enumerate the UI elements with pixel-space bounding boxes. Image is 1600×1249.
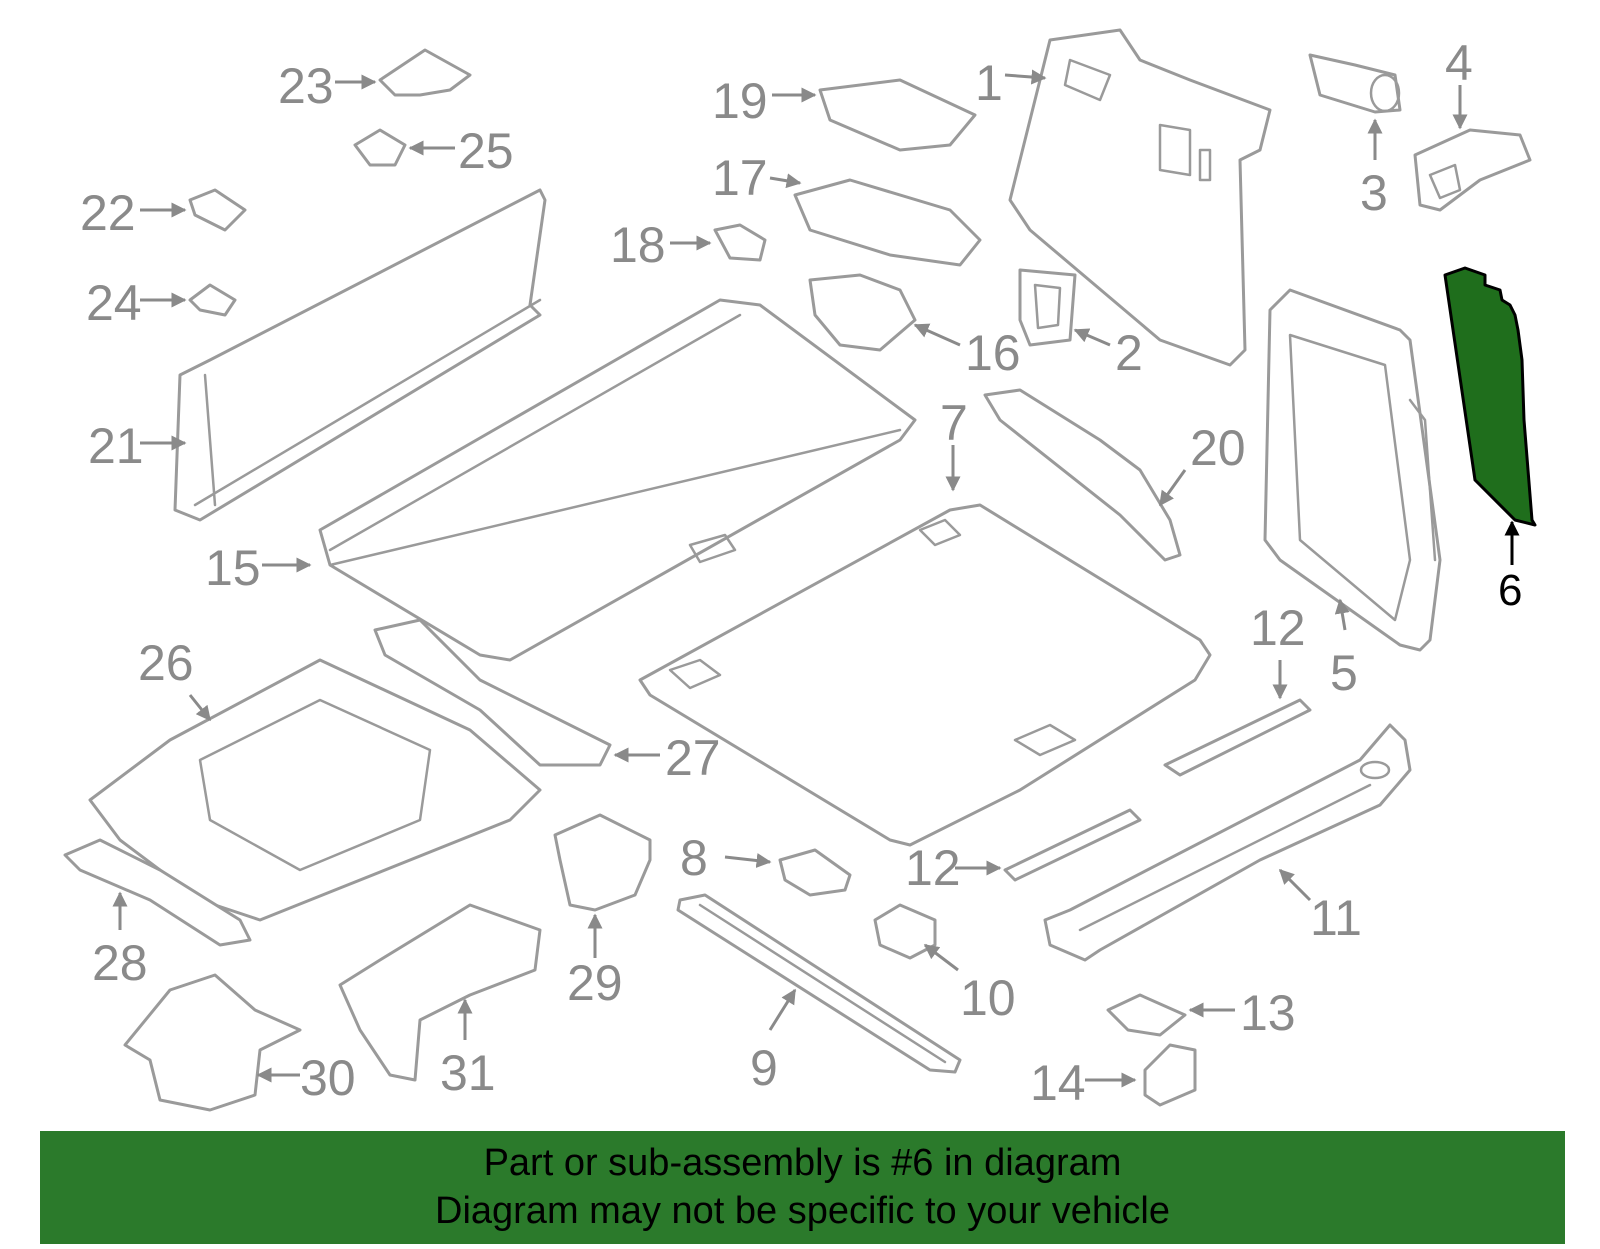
- callout-30[interactable]: 30: [300, 1050, 356, 1106]
- callout-2[interactable]: 2: [1115, 325, 1143, 381]
- callout-12-upper[interactable]: 12: [1250, 600, 1306, 656]
- part-27-rail[interactable]: [373, 618, 612, 767]
- part-31-bin[interactable]: [338, 903, 542, 1082]
- callout-27[interactable]: 27: [665, 730, 721, 786]
- callout-16[interactable]: 16: [965, 325, 1021, 381]
- callout-8[interactable]: 8: [680, 830, 708, 886]
- callout-14[interactable]: 14: [1030, 1055, 1086, 1111]
- callout-18[interactable]: 18: [610, 217, 666, 273]
- callout-19[interactable]: 19: [712, 73, 768, 129]
- callout-21[interactable]: 21: [88, 418, 144, 474]
- callout-11[interactable]: 11: [1310, 890, 1362, 946]
- callout-4[interactable]: 4: [1445, 35, 1473, 91]
- part-12-strip-lower[interactable]: [1003, 808, 1142, 882]
- callouts: 1 2 3 4 5 6 7 8 9 10 11 12 12 13 14 15 1: [80, 35, 1522, 1111]
- part-17-tray[interactable]: [793, 178, 982, 267]
- callout-6-highlighted[interactable]: 6: [1498, 566, 1522, 615]
- callout-15[interactable]: 15: [205, 540, 261, 596]
- part-20-rail[interactable]: [983, 388, 1182, 562]
- part-4-bracket[interactable]: [1413, 128, 1532, 212]
- part-12-strip-upper[interactable]: [1163, 698, 1312, 777]
- callout-20[interactable]: 20: [1190, 420, 1246, 476]
- part-8-clip[interactable]: [778, 848, 852, 897]
- part-14-loop[interactable]: [1143, 1043, 1197, 1107]
- part-19-tray[interactable]: [818, 78, 977, 152]
- callout-28[interactable]: 28: [92, 935, 148, 991]
- banner-line-2: Diagram may not be specific to your vehi…: [435, 1190, 1170, 1232]
- info-banner: Part or sub-assembly is #6 in diagram Di…: [40, 1131, 1565, 1244]
- callout-9[interactable]: 9: [750, 1040, 778, 1096]
- part-29-bin[interactable]: [553, 813, 652, 912]
- callout-29[interactable]: 29: [567, 955, 623, 1011]
- part-24-clip[interactable]: [188, 283, 237, 317]
- banner-line-1: Part or sub-assembly is #6 in diagram: [483, 1142, 1122, 1184]
- callout-31[interactable]: 31: [440, 1045, 496, 1101]
- part-25-clip[interactable]: [353, 128, 407, 167]
- callout-1[interactable]: 1: [975, 55, 1003, 111]
- part-13-plate[interactable]: [1106, 993, 1187, 1037]
- callout-12-lower[interactable]: 12: [905, 840, 961, 896]
- part-9-sill-strip[interactable]: [676, 893, 962, 1074]
- callout-7[interactable]: 7: [940, 395, 968, 451]
- part-6-highlighted-panel[interactable]: [1443, 266, 1537, 527]
- callout-25[interactable]: 25: [458, 123, 514, 179]
- part-30-bin[interactable]: [123, 973, 302, 1112]
- callout-13[interactable]: 13: [1240, 985, 1296, 1041]
- part-7-load-floor[interactable]: [638, 503, 1212, 847]
- part-22-clip[interactable]: [188, 188, 247, 232]
- part-23-bracket[interactable]: [378, 48, 472, 97]
- part-2-clip[interactable]: [1018, 268, 1077, 347]
- callout-22[interactable]: 22: [80, 185, 136, 241]
- part-1-side-trim[interactable]: [1008, 28, 1272, 367]
- callout-3[interactable]: 3: [1360, 165, 1388, 221]
- callout-24[interactable]: 24: [86, 275, 142, 331]
- part-11-rear-trim[interactable]: [1043, 723, 1412, 962]
- part-16-bracket[interactable]: [808, 273, 917, 352]
- part-5-trim-frame[interactable]: [1263, 288, 1442, 652]
- part-21-partition-net[interactable]: [173, 188, 547, 522]
- callout-26[interactable]: 26: [138, 635, 194, 691]
- part-15-cargo-cover[interactable]: [318, 298, 917, 662]
- part-3-socket[interactable]: [1308, 53, 1402, 114]
- part-10-hook[interactable]: [873, 903, 937, 960]
- callout-5[interactable]: 5: [1330, 645, 1358, 701]
- callout-17[interactable]: 17: [712, 150, 768, 206]
- callout-23[interactable]: 23: [278, 58, 334, 114]
- part-28-bracket[interactable]: [63, 838, 252, 947]
- part-18-clip[interactable]: [713, 223, 767, 262]
- callout-10[interactable]: 10: [960, 970, 1016, 1026]
